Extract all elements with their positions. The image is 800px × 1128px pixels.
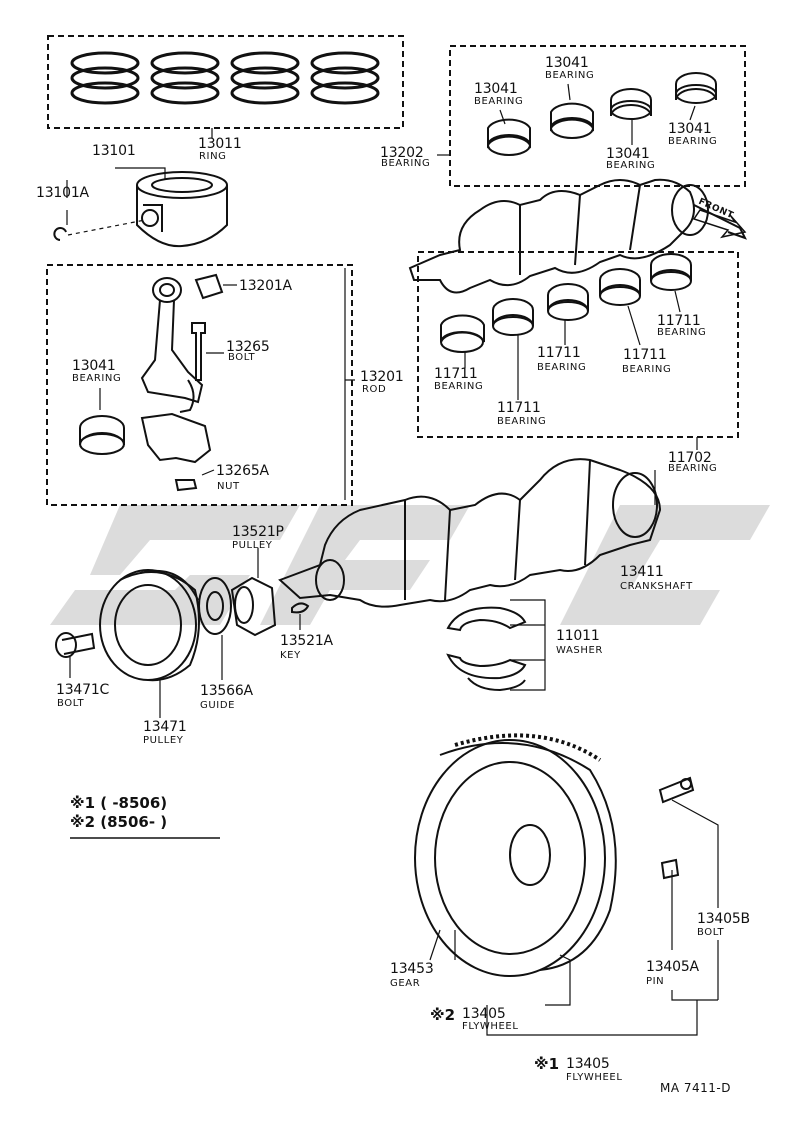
ring-part-number: 13011: [198, 136, 242, 152]
key-drawing: [291, 602, 310, 614]
rod-bearing-drawing: [79, 415, 125, 455]
flywheel-1-mark: ※1: [534, 1055, 560, 1073]
rod-bolt-part-number: 13265: [226, 339, 270, 355]
rod-bearing-part-number: 13041: [72, 358, 116, 374]
rod-cap-drawing: [140, 412, 212, 464]
key-part-number: 13521A: [280, 633, 333, 649]
guide-part-name: GUIDE: [200, 700, 236, 711]
ring-set-box: [47, 35, 404, 129]
main-bearing-set-part-number: 11702: [668, 450, 712, 466]
main-bearing-c-part-name: BEARING: [537, 362, 587, 373]
flywheel-bolt-part-name: BOLT: [697, 927, 725, 938]
thrust-washer-drawing: [446, 606, 527, 692]
flywheel-1-part-number: 13405: [566, 1056, 610, 1072]
flywheel-bolt-drawing: [658, 776, 695, 804]
main-bearing-a-part-name: BEARING: [434, 381, 484, 392]
flywheel-pin-drawing: [660, 858, 680, 880]
rod-nut-part-number: 13265A: [216, 463, 269, 479]
main-bearing-d-part-number: 11711: [623, 347, 667, 363]
main-bearing-e-part-number: 11711: [657, 313, 701, 329]
timing-pulley-part-number: 13521P: [232, 524, 284, 540]
bearing-top-part-name: BEARING: [545, 70, 595, 81]
bearing-right-part-number: 13041: [668, 121, 712, 137]
pulley-bolt-drawing: [55, 632, 96, 658]
rod-part-name: ROD: [362, 384, 387, 395]
bearing-mid-part-number: 13041: [606, 146, 650, 162]
crankshaft-part-name: CRANKSHAFT: [620, 581, 693, 592]
crank-pulley-drawing: [99, 569, 200, 682]
flywheel-pin-part-number: 13405A: [646, 959, 699, 975]
crankshaft-upper-drawing: [408, 178, 748, 294]
flywheel-bolt-part-number: 13405B: [697, 911, 750, 927]
main-bearing-b-part-name: BEARING: [497, 416, 547, 427]
guide-drawing: [198, 577, 232, 635]
upper-bearing-shells: [487, 72, 717, 156]
bearing-mid-part-name: BEARING: [606, 160, 656, 171]
bearing-top-part-number: 13041: [545, 55, 589, 71]
rod-nut-drawing: [174, 479, 198, 492]
rod-bolt-drawing: [191, 322, 206, 381]
guide-part-number: 13566A: [200, 683, 253, 699]
timing-pulley-part-name: PULLEY: [232, 540, 273, 551]
flywheel-1-part-name: FLYWHEEL: [566, 1072, 623, 1083]
crank-pulley-part-name: PULLEY: [143, 735, 184, 746]
rod-bushing: [194, 273, 224, 300]
flywheel-pin-part-name: PIN: [646, 976, 665, 987]
piston-pin-clip-part-number: 13101A: [36, 185, 89, 201]
pulley-bolt-part-number: 13471C: [56, 682, 110, 698]
main-bearing-d-part-name: BEARING: [622, 364, 672, 375]
crankshaft-part-number: 13411: [620, 564, 664, 580]
gear-part-number: 13453: [390, 961, 434, 977]
rod-bolt-part-name: BOLT: [228, 352, 256, 363]
bearing-left-part-number: 13041: [474, 81, 518, 97]
piston-rings: [70, 51, 380, 105]
flywheel-drawing: [414, 733, 617, 977]
main-bearing-shells: [440, 253, 692, 353]
drawing-code: MA 7411-D: [660, 1081, 731, 1095]
main-bearing-e-part-name: BEARING: [657, 327, 707, 338]
piston-drawing: [136, 171, 228, 248]
piston-part-number: 13101: [92, 143, 136, 159]
main-bearing-set-part-name: BEARING: [668, 463, 718, 474]
flywheel-2-mark: ※2: [430, 1006, 456, 1024]
note-1: ※1 ( -8506): [70, 794, 168, 812]
main-bearing-a-part-number: 11711: [434, 366, 478, 382]
note-2: ※2 (8506- ): [70, 813, 168, 831]
gear-part-name: GEAR: [390, 978, 421, 989]
washer-part-number: 11011: [556, 628, 600, 644]
main-bearing-set-box: [417, 251, 739, 438]
key-part-name: KEY: [280, 650, 301, 661]
crank-pulley-part-number: 13471: [143, 719, 187, 735]
timing-pulley-drawing: [230, 576, 277, 637]
flywheel-2-part-number: 13405: [462, 1006, 506, 1022]
connecting-rod-drawing: [140, 277, 204, 413]
rod-nut-part-name: NUT: [217, 481, 240, 492]
main-bearing-b-part-number: 11711: [497, 400, 541, 416]
bearing-set-part-number: 13202: [380, 145, 424, 161]
washer-part-name: WASHER: [556, 645, 603, 656]
ring-part-name: RING: [199, 151, 227, 162]
rod-bearing-part-name: BEARING: [72, 373, 122, 384]
rod-bushing-part-number: 13201A: [239, 278, 292, 294]
pulley-bolt-part-name: BOLT: [57, 698, 85, 709]
piston-pin-clip: [53, 227, 67, 241]
main-bearing-c-part-number: 11711: [537, 345, 581, 361]
front-arrow: [692, 209, 747, 239]
bearing-right-part-name: BEARING: [668, 136, 718, 147]
con-rod-bearing-set-box: [449, 45, 746, 187]
flywheel-2-part-name: FLYWHEEL: [462, 1021, 519, 1032]
rod-set-box: [46, 264, 353, 506]
rod-part-number: 13201: [360, 369, 404, 385]
bearing-left-part-name: BEARING: [474, 96, 524, 107]
bearing-set-part-name: BEARING: [381, 158, 431, 169]
